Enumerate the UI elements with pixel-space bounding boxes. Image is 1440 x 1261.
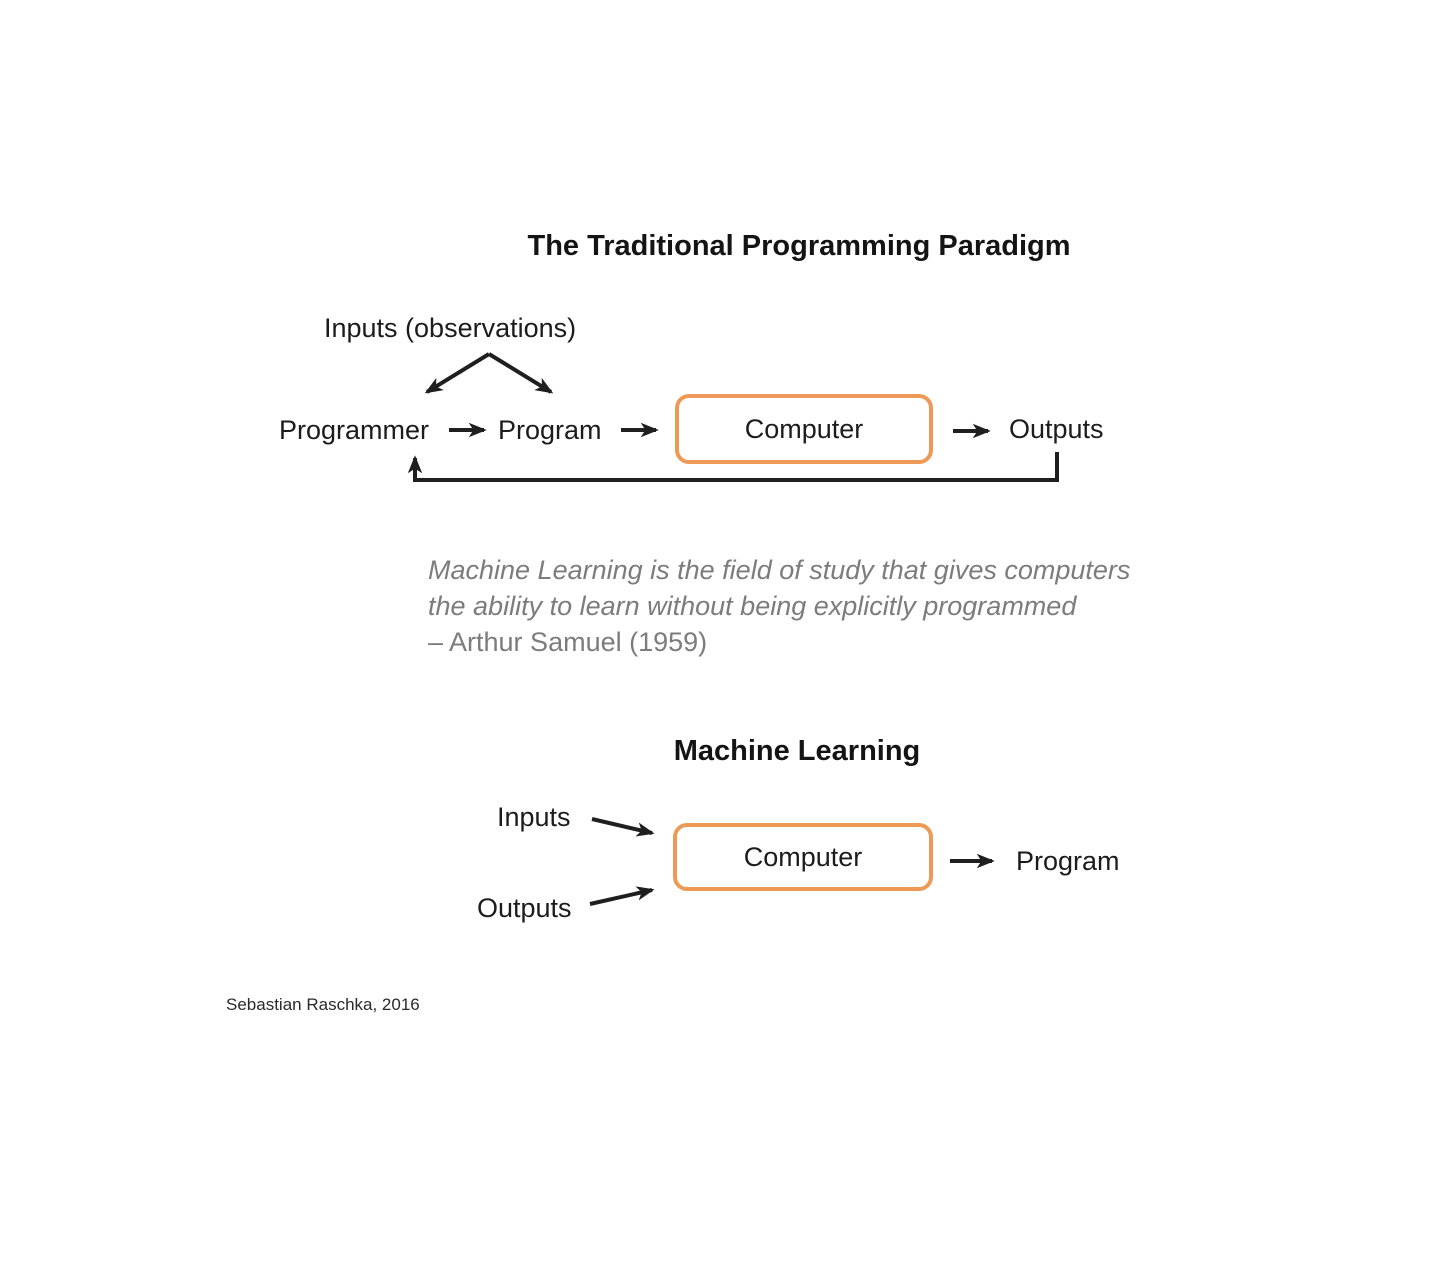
- arrow-ml-outputs-to-computer: [589, 886, 655, 906]
- ml-outputs-label: Outputs: [477, 893, 572, 923]
- machine-learning-title: Machine Learning: [673, 735, 921, 767]
- computer-label-traditional: Computer: [744, 413, 864, 444]
- inputs-observations-label: Inputs (observations): [324, 313, 577, 343]
- arrow-ml-inputs-to-computer: [591, 817, 655, 837]
- arrow-inputs-to-program: [487, 352, 554, 394]
- ml-program-label: Program: [1016, 846, 1120, 876]
- traditional-paradigm-title: The Traditional Programming Paradigm: [527, 230, 1071, 262]
- quote-attribution: – Arthur Samuel (1959): [428, 627, 708, 657]
- quote-line-2: the ability to learn without being expli…: [428, 591, 1077, 621]
- author-credit: Sebastian Raschka, 2016: [226, 995, 420, 1014]
- computer-box-traditional: Computer: [675, 394, 933, 464]
- quote-line-1: Machine Learning is the field of study t…: [428, 555, 1131, 585]
- program-label-top: Program: [498, 415, 602, 445]
- arrow-inputs-to-programmer: [424, 352, 491, 394]
- programmer-label: Programmer: [279, 415, 430, 445]
- outputs-label-top: Outputs: [1009, 414, 1104, 444]
- computer-box-ml: Computer: [673, 823, 933, 891]
- samuel-quote: Machine Learning is the field of study t…: [428, 552, 1130, 660]
- ml-inputs-label: Inputs: [497, 802, 571, 832]
- computer-label-ml: Computer: [743, 841, 863, 872]
